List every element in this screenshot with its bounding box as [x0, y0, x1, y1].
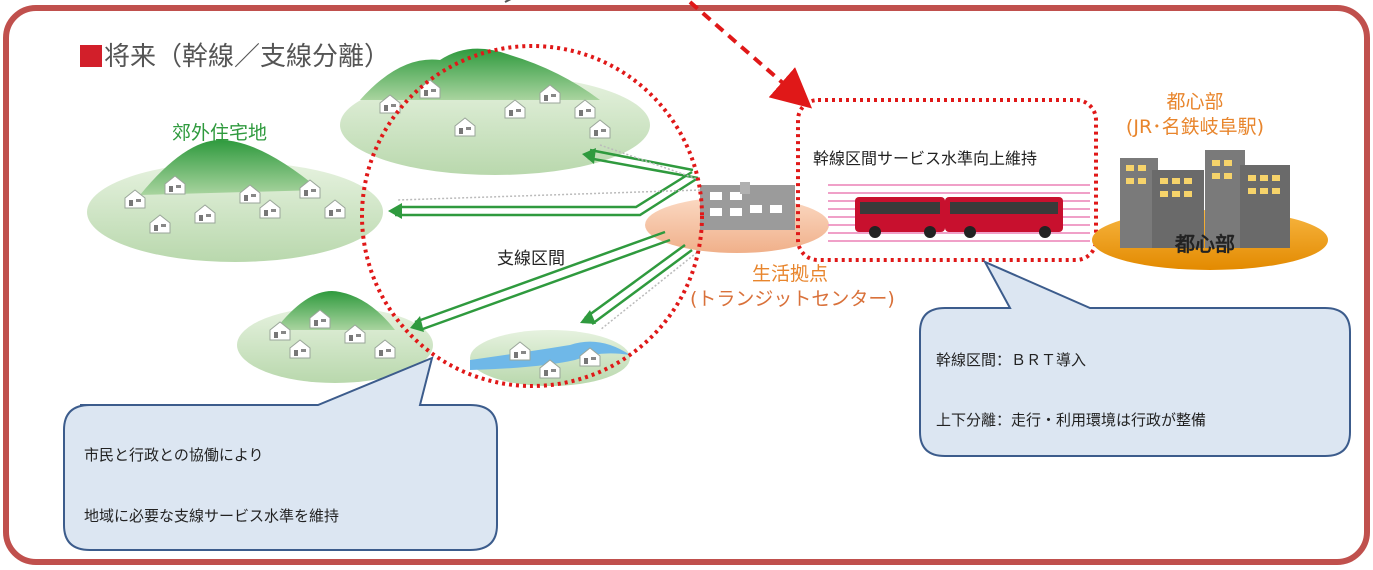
right-bubble-line1: 幹線区間：ＢＲＴ導入: [936, 351, 1087, 369]
left-callout-bubble: [63, 356, 498, 551]
title-text: 将来（幹線／支線分離）: [104, 42, 391, 72]
top-arrow: [688, 0, 813, 109]
suburban-island: [87, 140, 383, 262]
branch-area-circle: [360, 44, 704, 388]
trunk-service-label: 幹線区間サービス水準向上維持: [813, 149, 1038, 168]
city-center-building-label: 都心部: [1175, 232, 1235, 256]
trunk-section-box: [796, 98, 1098, 262]
right-bubble-line2: 上下分離：走行・利用環境は行政が整備: [936, 411, 1207, 429]
city-center-label: 都心部 (JR･名鉄岐阜駅): [1100, 90, 1290, 140]
hub-label-line2: (トランジットセンター): [690, 288, 895, 310]
city-center: [1092, 150, 1328, 270]
hub-island: [645, 182, 829, 253]
left-bubble-line2: 地域に必要な支線サービス水準を維持: [84, 507, 340, 525]
title-square-icon: [80, 45, 102, 67]
hub-label: 生活拠点 (トランジットセンター): [690, 262, 895, 312]
branch-section-label: 支線区間: [497, 249, 565, 269]
left-bubble-line1: 市民と行政との協働により: [84, 446, 264, 464]
bottom-middle-island: [470, 330, 630, 386]
diagram-title: 将来（幹線／支線分離）: [80, 36, 390, 73]
hub-label-line1: 生活拠点: [751, 263, 828, 285]
suburban-label: 郊外住宅地: [172, 122, 268, 144]
city-center-label-line2: (JR･名鉄岐阜駅): [1125, 116, 1265, 138]
city-center-label-line1: 都心部: [1166, 91, 1224, 113]
right-callout-bubble: [919, 259, 1351, 457]
bottom-left-island: [237, 291, 433, 383]
brt-bus: [855, 197, 1063, 238]
